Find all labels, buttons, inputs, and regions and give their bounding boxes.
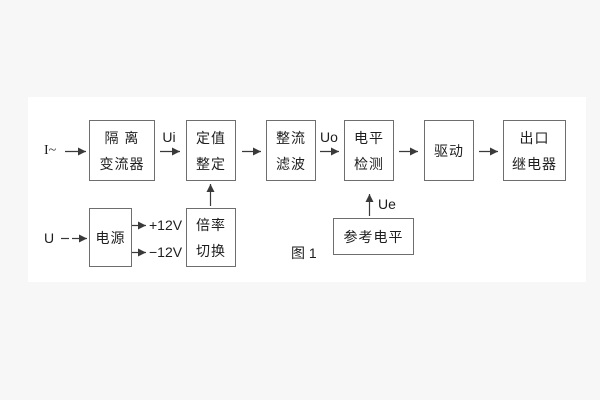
label-signal-uo: Uo bbox=[320, 129, 338, 145]
block-ratio-switch-line1: 倍率 bbox=[196, 216, 226, 233]
block-output-relay-line2: 继电器 bbox=[512, 155, 557, 172]
block-level-detect-line1: 电平 bbox=[354, 129, 384, 146]
block-rectify-filter: 整流 滤波 bbox=[266, 120, 316, 181]
label-pos-12v: +12V bbox=[149, 217, 183, 233]
block-drive: 驱动 bbox=[424, 120, 474, 181]
block-power-supply: 电源 bbox=[89, 208, 132, 267]
block-setpoint-adjust-line1: 定值 bbox=[196, 129, 226, 146]
block-setpoint-adjust: 定值 整定 bbox=[186, 120, 236, 181]
label-input-voltage: U bbox=[44, 230, 55, 246]
label-neg-12v: −12V bbox=[149, 244, 183, 260]
block-output-relay-line1: 出口 bbox=[519, 129, 550, 146]
block-level-detect-line2: 检测 bbox=[354, 155, 384, 172]
block-isolation-converter-line1: 隔 离 bbox=[104, 129, 140, 146]
block-level-detect: 电平 检测 bbox=[344, 120, 394, 181]
block-power-supply-line1: 电源 bbox=[95, 229, 126, 246]
block-drive-line1: 驱动 bbox=[434, 142, 464, 159]
block-rectify-filter-line2: 滤波 bbox=[276, 155, 306, 172]
block-ratio-switch-line2: 切换 bbox=[196, 242, 226, 259]
label-signal-ui: Ui bbox=[162, 129, 176, 145]
block-setpoint-adjust-line2: 整定 bbox=[196, 155, 226, 172]
block-ratio-switch: 倍率 切换 bbox=[186, 208, 236, 267]
block-isolation-converter-line2: 变流器 bbox=[99, 155, 145, 172]
label-signal-ue: Ue bbox=[378, 196, 396, 212]
block-output-relay: 出口 继电器 bbox=[503, 120, 566, 181]
block-reference-level-line1: 参考电平 bbox=[343, 228, 404, 245]
figure-caption: 图 1 bbox=[291, 245, 317, 261]
block-isolation-converter: 隔 离 变流器 bbox=[89, 120, 155, 181]
block-reference-level: 参考电平 bbox=[333, 218, 414, 255]
label-input-current: I~ bbox=[44, 143, 57, 158]
block-rectify-filter-line1: 整流 bbox=[276, 129, 306, 146]
